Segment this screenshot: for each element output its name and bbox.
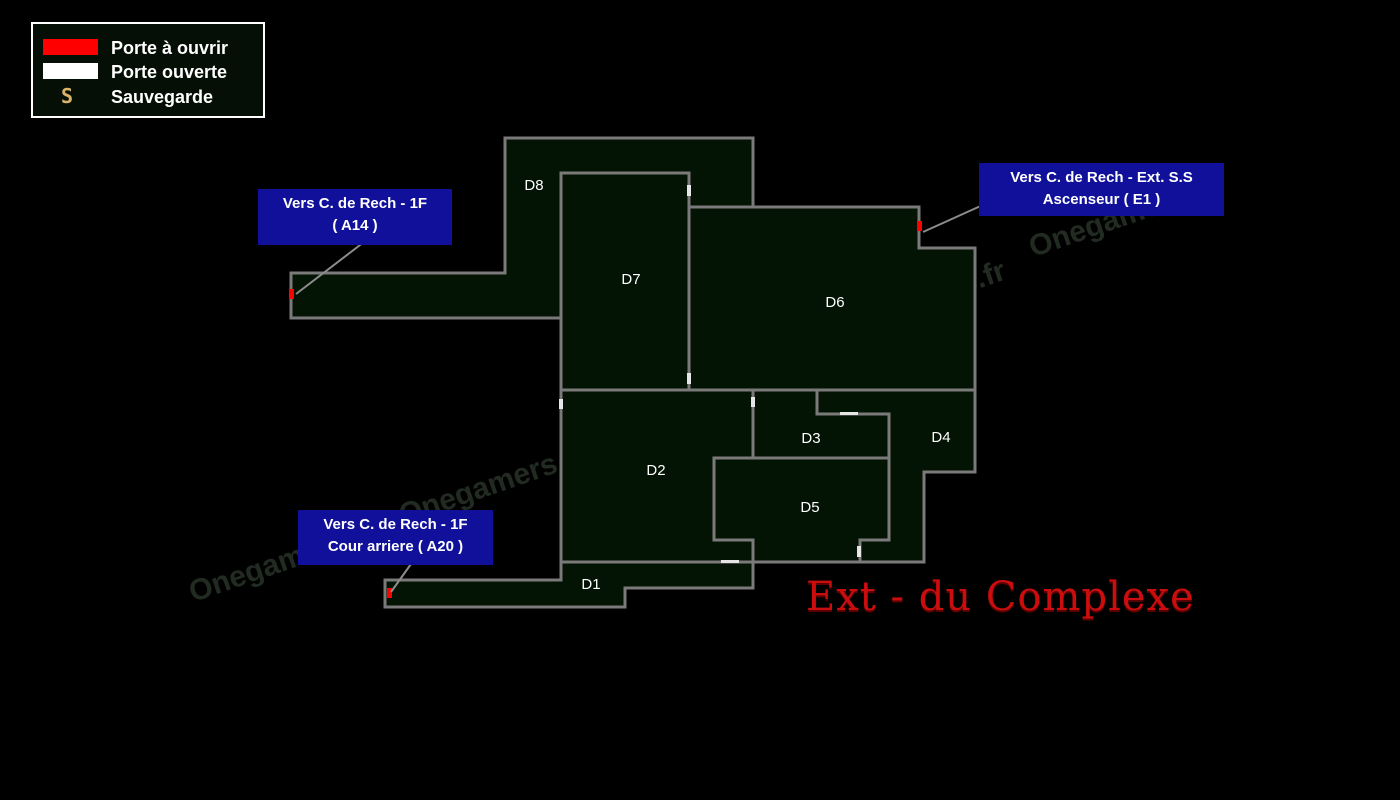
callout-leader-a20 (390, 563, 412, 593)
room-label-d7: D7 (621, 271, 640, 288)
legend-item-locked-door: Porte à ouvrir (33, 36, 263, 58)
red-door-swatch (43, 39, 98, 55)
callout-leader-e1 (922, 203, 986, 233)
callout-line: Ascenseur ( E1 ) (1042, 191, 1161, 208)
callout-a14: Vers C. de Rech - 1F ( A14 ) (258, 189, 452, 245)
room-label-d3: D3 (801, 430, 820, 447)
legend-label: Porte à ouvrir (111, 38, 229, 58)
locked-door-a20 (387, 588, 392, 598)
room-label-d2: D2 (646, 462, 665, 479)
open-door (840, 412, 858, 415)
map-title: Ext - du Complexe (806, 574, 1195, 620)
map-legend: Porte à ouvrir Porte ouverte S Sauvegard… (31, 22, 265, 118)
callout-line: Vers C. de Rech - 1F (323, 516, 468, 533)
legend-item-open-door: Porte ouverte (33, 60, 263, 82)
callout-line: ( A14 ) (332, 217, 378, 234)
callout-line: Vers C. de Rech - Ext. S.S (1010, 169, 1193, 186)
callout-leader-a14 (295, 241, 365, 295)
open-door (751, 397, 755, 407)
callout-line: Cour arriere ( A20 ) (327, 538, 464, 555)
open-door (857, 546, 861, 557)
locked-door-e1 (917, 221, 922, 231)
open-door (559, 399, 563, 409)
callout-a20: Vers C. de Rech - 1F Cour arriere ( A20 … (298, 510, 493, 565)
room-label-d8: D8 (524, 177, 543, 194)
locked-door-a14 (289, 289, 294, 299)
room-d5 (712, 456, 891, 564)
white-door-swatch (43, 63, 98, 79)
callout-e1: Vers C. de Rech - Ext. S.S Ascenseur ( E… (979, 163, 1224, 216)
legend-label: Porte ouverte (111, 62, 228, 82)
open-door (687, 185, 691, 196)
room-d1 (383, 560, 755, 609)
room-label-d1: D1 (581, 576, 600, 593)
callout-line: Vers C. de Rech - 1F (282, 195, 428, 212)
room-label-d6: D6 (825, 294, 844, 311)
room-label-d5: D5 (800, 499, 819, 516)
save-icon: S (61, 84, 74, 108)
room-label-d4: D4 (931, 429, 950, 446)
legend-item-save: S Sauvegarde (33, 84, 263, 108)
legend-label: Sauvegarde (111, 87, 214, 107)
open-door (721, 560, 739, 563)
open-door (687, 373, 691, 384)
